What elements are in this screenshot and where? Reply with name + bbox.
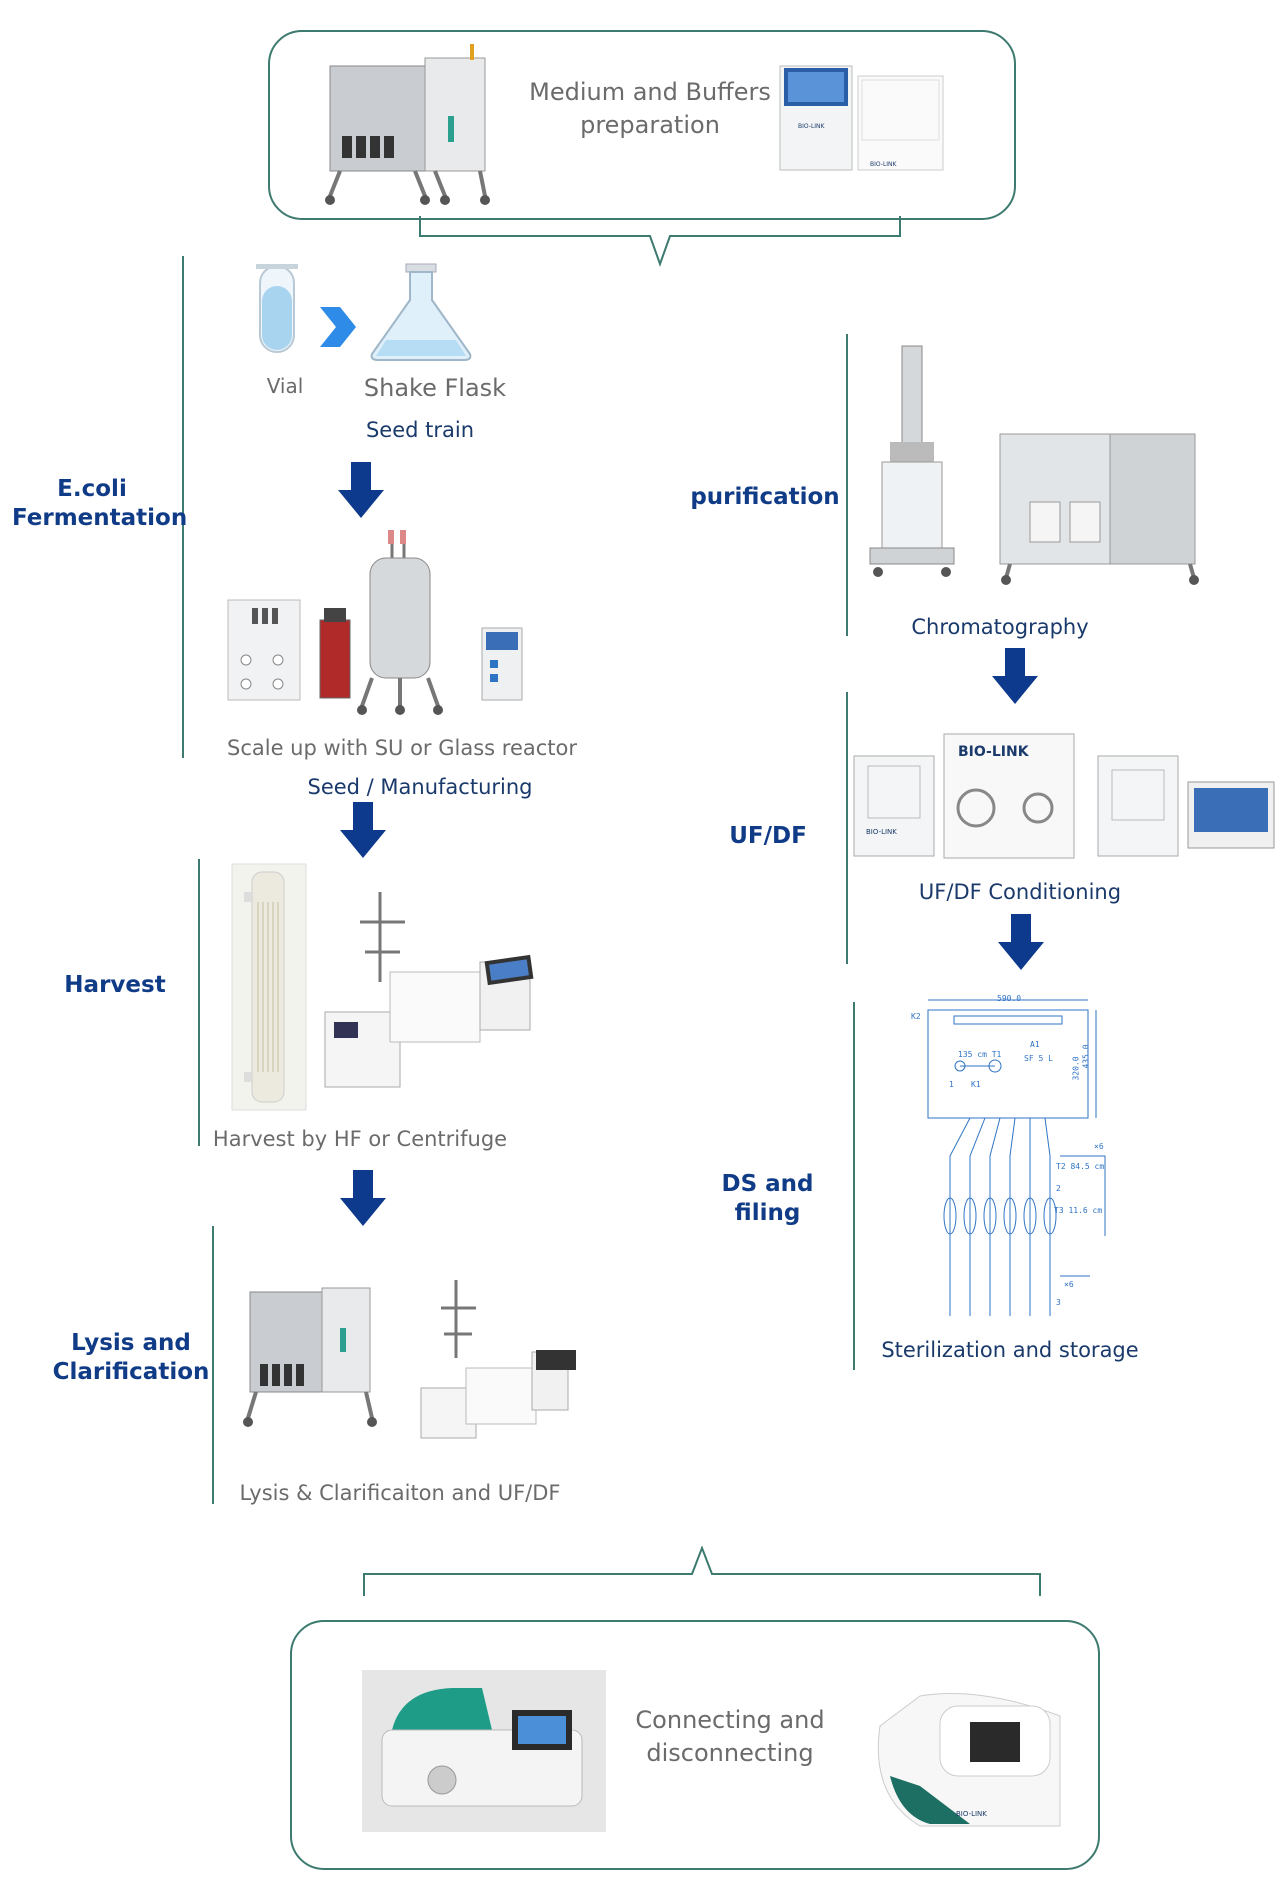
top-box-line2: preparation [580,111,720,139]
down-arrow-icon [340,802,386,858]
dim-three: 3 [1056,1298,1061,1307]
seed-train-label: Seed train [365,418,475,442]
stage-purification: purification [690,484,840,510]
reactors-image [227,530,523,715]
dim-x6a: ×6 [1094,1142,1104,1151]
bottom-box-line1: Connecting and [635,1706,825,1734]
dim-k2: K2 [911,1012,921,1021]
tube-sealer-image: BIO-LINK [877,1693,1061,1827]
harvest-caption: Harvest by HF or Centrifuge [212,1127,508,1151]
dim-width: 590.0 [997,994,1022,1003]
svg-text:BIO-LINK: BIO-LINK [866,828,897,836]
shake-flask-label: Shake Flask [363,374,507,402]
right-line-purification [846,334,848,636]
left-line-harvest [198,859,200,1146]
down-arrow-icon [998,914,1044,970]
top-box-title: Medium and Buffers preparation [520,76,780,142]
dim-t3: T3 11.6 cm [1054,1206,1103,1215]
lysis-image [243,1280,576,1439]
left-line-lysis [212,1226,214,1504]
dim-one: 1 [949,1080,954,1089]
dim-k1: K1 [971,1080,981,1089]
controller-logo: BIO-LINK [798,123,826,130]
down-arrow-icon [338,462,384,518]
right-line-ufdf [846,692,848,964]
left-line-ecoli [182,256,184,758]
right-line-ds [853,1002,855,1370]
bottom-bracket [363,1546,1041,1596]
seed-manufacturing-label: Seed / Manufacturing [307,775,533,799]
dim-sfsl: SF 5 L [1024,1054,1053,1063]
stage-lysis-line2: Clarification [52,1359,210,1385]
lysis-caption: Lysis & Clarificaiton and UF/DF [239,1481,561,1505]
stage-lysis-line1: Lysis and [71,1330,191,1356]
vial-image [256,264,298,353]
dim-height2: 435.0 [1081,1044,1091,1069]
down-arrow-icon [340,1170,386,1226]
top-bracket [419,216,901,267]
bottom-box-line2: disconnecting [646,1739,814,1767]
tube-welder-image [362,1670,606,1832]
stage-lysis-clarification: Lysis and Clarification [46,1329,216,1387]
dim-x6b: ×6 [1064,1280,1074,1289]
ufdf-image: BIO-LINK BIO-LINK [853,733,1275,859]
dim-t1: 135 cm T1 [958,1050,1002,1059]
chevron-right-icon [320,307,356,347]
chromatography-caption: Chromatography [911,615,1089,639]
down-arrow-icon [992,648,1038,704]
dim-a1: A1 [1030,1040,1040,1049]
bottom-box-title: Connecting and disconnecting [620,1704,840,1770]
stage-harvest: Harvest [64,972,166,998]
harvest-image [231,863,534,1111]
stage-ecoli-fermentation: E.coli Fermentation [12,475,188,533]
vial-label: Vial [266,374,304,398]
shake-flask-image [370,263,472,361]
stage-ecoli-line1: E.coli [57,476,127,502]
mixing-system-image [325,44,490,205]
dim-two: 2 [1056,1184,1061,1193]
stage-ufdf: UF/DF [729,823,807,849]
buffer-controller-image: BIO-LINK BIO-LINK [779,65,944,171]
stage-ecoli-line2: Fermentation [12,505,188,531]
ufdf-logo: BIO-LINK [958,744,1030,760]
dim-height: 320.0 [1071,1056,1081,1081]
ufdf-conditioning-caption: UF/DF Conditioning [918,880,1122,904]
chromatography-image [869,345,1199,585]
dim-t2: T2 84.5 cm [1056,1162,1105,1171]
scale-up-caption: Scale up with SU or Glass reactor [226,736,577,760]
stage-ds-filing: DS and filing [721,1171,814,1226]
svg-text:BIO-LINK: BIO-LINK [870,161,898,168]
top-box-line1: Medium and Buffers [529,78,771,106]
sealer-logo: BIO-LINK [956,1810,987,1818]
bag-drawing-image [927,999,1106,1316]
sterilization-caption: Sterilization and storage [881,1338,1139,1362]
